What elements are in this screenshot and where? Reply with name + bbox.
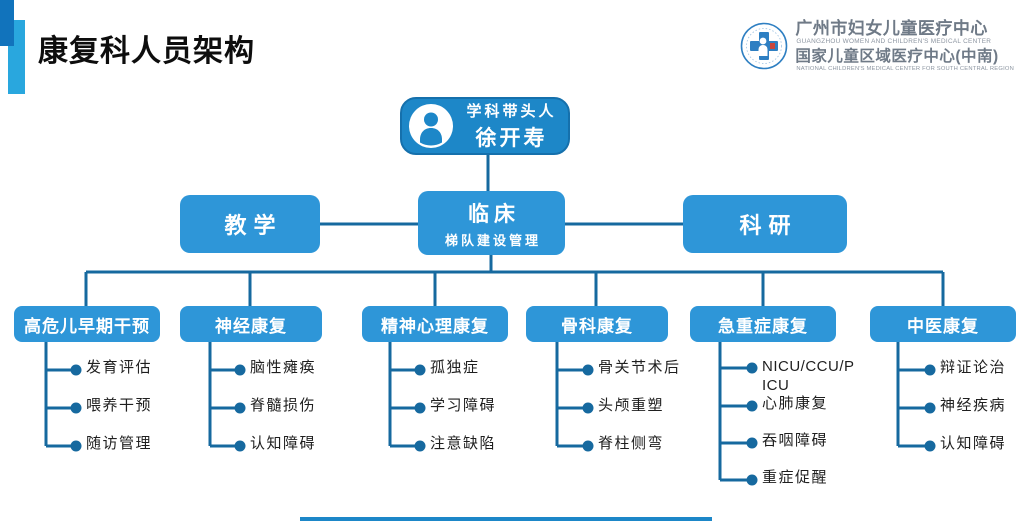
- branch-neuro-rehab: 神经康复: [180, 306, 322, 342]
- node-research: 科研: [683, 195, 847, 253]
- center-name-en: NATIONAL CHILDREN'S MEDICAL CENTER FOR S…: [796, 65, 1014, 72]
- branch-critical-rehab: 急重症康复: [690, 306, 836, 342]
- leaf-item: 认知障碍: [250, 435, 317, 452]
- leaf-item: 发育评估: [86, 359, 153, 376]
- page-title: 康复科人员架构: [38, 35, 255, 68]
- center-name-zh: 国家儿童区域医疗中心(中南): [795, 47, 999, 65]
- node-research-label: 科研: [739, 213, 798, 238]
- leaf-item: 心肺康复: [762, 395, 829, 412]
- branch-high-risk-infant: 高危儿早期干预: [14, 306, 160, 342]
- node-clinical: 临床 梯队建设管理: [418, 191, 565, 255]
- hospital-logo-block: 广州市妇女儿童医疗中心 GUANGZHOU WOMEN AND CHILDREN…: [740, 20, 1014, 72]
- node-teaching-label: 教学: [224, 213, 283, 238]
- branch-psych-rehab: 精神心理康复: [362, 306, 508, 342]
- leaf-item: 脊髓损伤: [250, 397, 317, 414]
- leaf-item: 骨关节术后: [598, 359, 681, 376]
- leaf-item: 神经疾病: [940, 397, 1007, 414]
- leaf-item: 重症促醒: [762, 469, 829, 486]
- leaf-item: 脊柱侧弯: [598, 435, 665, 452]
- hospital-logo-icon: [741, 22, 788, 70]
- node-clinical-label: 临床: [468, 202, 520, 226]
- leaf-item: 吞咽障碍: [762, 432, 829, 449]
- root-person-name: 徐开寿: [475, 127, 548, 150]
- leaf-item: 随访管理: [86, 435, 153, 452]
- node-teaching: 教学: [180, 195, 320, 253]
- leaf-item: 注意缺陷: [430, 435, 497, 452]
- leaf-item: 头颅重塑: [598, 397, 665, 414]
- org-root-node: 学科带头人 徐开寿: [400, 97, 570, 155]
- hospital-logo-text: 广州市妇女儿童医疗中心 GUANGZHOU WOMEN AND CHILDREN…: [795, 20, 1014, 72]
- branch-tcm-rehab: 中医康复: [870, 306, 1016, 342]
- leaf-item: 孤独症: [430, 359, 480, 376]
- footer-accent-bar: [300, 517, 712, 521]
- branch-ortho-rehab: 骨科康复: [526, 306, 668, 342]
- leaf-item: 学习障碍: [430, 397, 497, 414]
- leaf-item: 辩证论治: [940, 359, 1007, 376]
- leaf-item: NICU/CCU/PICU: [762, 358, 855, 394]
- hospital-name-zh: 广州市妇女儿童医疗中心: [795, 19, 988, 38]
- node-clinical-sublabel: 梯队建设管理: [444, 232, 541, 248]
- person-icon: [409, 104, 453, 148]
- root-role-label: 学科带头人: [466, 103, 557, 120]
- leaf-item: 喂养干预: [86, 397, 153, 414]
- hospital-name-en: GUANGZHOU WOMEN AND CHILDREN'S MEDICAL C…: [796, 37, 992, 45]
- leaf-item: 认知障碍: [940, 435, 1007, 452]
- title-accent-bar-dark: [0, 0, 14, 46]
- leaf-item: 脑性瘫痪: [250, 359, 317, 376]
- leaf-bullet-dots: [70, 362, 936, 486]
- org-root-texts: 学科带头人 徐开寿: [461, 100, 568, 152]
